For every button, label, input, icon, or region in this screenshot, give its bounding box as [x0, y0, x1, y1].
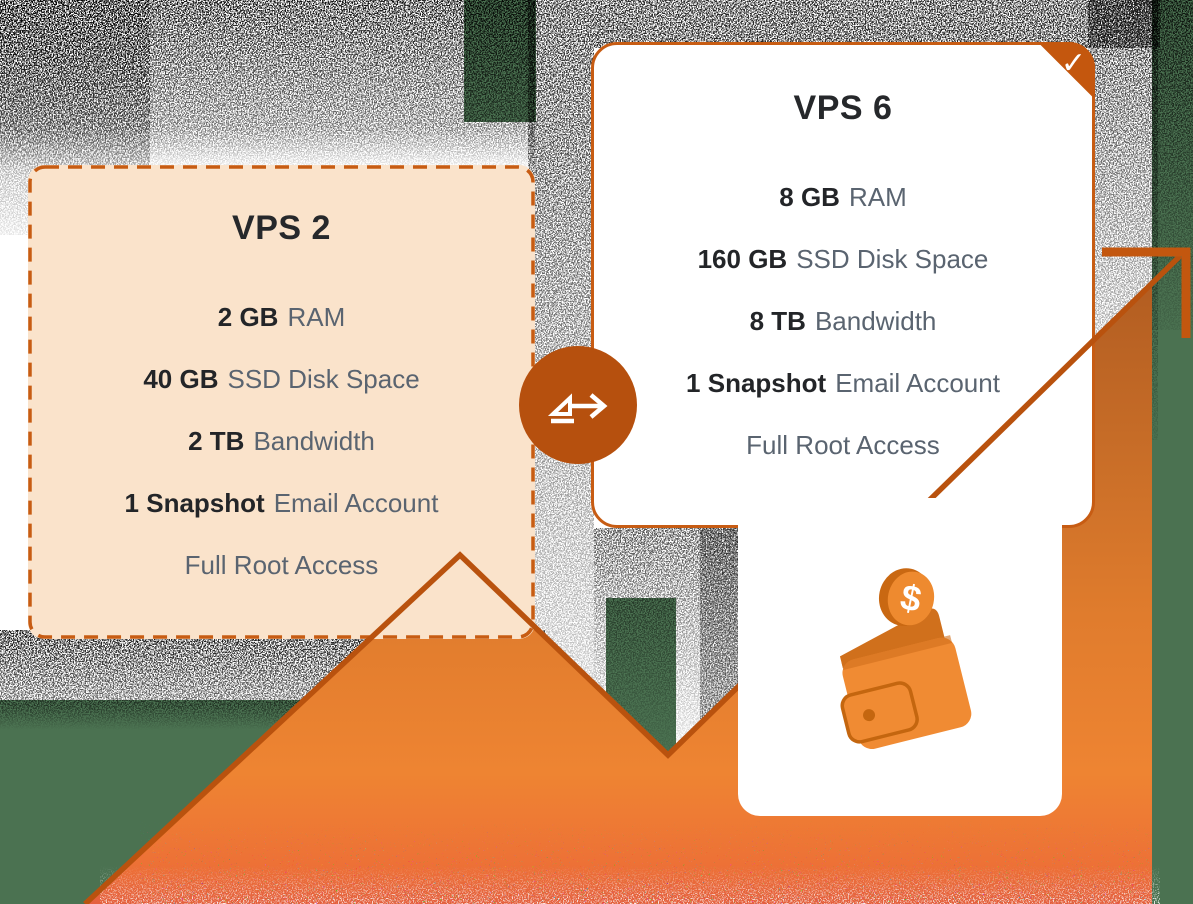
wallet-body [839, 608, 972, 750]
spec-row: Full Root Access [594, 432, 1092, 458]
spec-row: 160 GB SSD Disk Space [594, 246, 1092, 272]
spec-label: RAM [848, 182, 907, 212]
plan-card-vps6: ✓ VPS 6 8 GB RAM 160 GB SSD Disk Space 8… [591, 42, 1095, 528]
spec-value: 8 TB [749, 306, 806, 336]
mountain-base-white-dither [100, 866, 1160, 904]
dashed-border [28, 165, 535, 639]
plan-specs: 8 GB RAM 160 GB SSD Disk Space 8 TB Band… [594, 184, 1092, 458]
trend-arrowhead-icon [1102, 247, 1191, 338]
green-backdrop-bottom-left [0, 700, 304, 904]
spec-label: Full Root Access [746, 430, 940, 460]
spec-label: Bandwidth [814, 306, 937, 336]
green-backdrop-top-gap [464, 0, 536, 122]
wallet-icon: $ [839, 568, 972, 750]
mountain-base-dither [140, 818, 1152, 904]
spec-label: Email Account [835, 368, 1000, 398]
spec-row: 1 Snapshot Email Account [594, 370, 1092, 396]
green-backdrop-valley [606, 598, 676, 758]
spec-row: 8 GB RAM [594, 184, 1092, 210]
green-backdrop-right-strip [1152, 0, 1193, 904]
upgrade-circle-badge [519, 346, 637, 464]
spec-value: 160 GB [697, 244, 788, 274]
plan-card-vps2: VPS 2 2 GB RAM 40 GB SSD Disk Space 2 TB… [28, 165, 535, 639]
spec-label: SSD Disk Space [796, 244, 989, 274]
plan-title: VPS 2 [232, 209, 331, 247]
spec-row: 8 TB Bandwidth [594, 308, 1092, 334]
plan-title: VPS 6 [793, 89, 893, 127]
spec-value: 1 Snapshot [686, 368, 827, 398]
check-icon: ✓ [1060, 47, 1086, 80]
spec-value: 8 GB [779, 182, 840, 212]
pricing-card: $ [738, 498, 1062, 816]
transfer-arrow-icon [547, 393, 608, 424]
